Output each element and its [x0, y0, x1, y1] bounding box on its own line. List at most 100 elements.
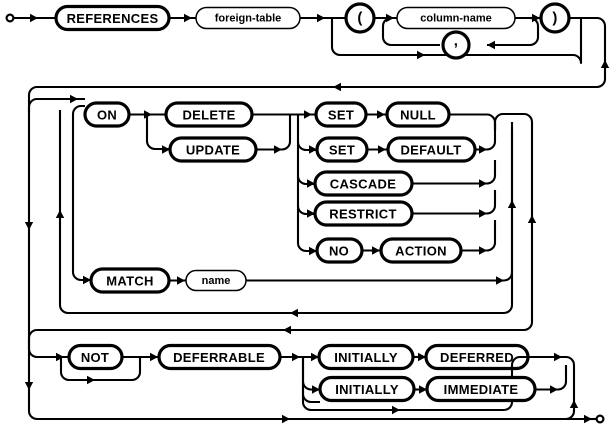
node-name[interactable]: name: [185, 269, 247, 292]
node-cascade[interactable]: CASCADE: [313, 170, 414, 197]
rail-fan-set-default: [296, 141, 317, 152]
node-set-default[interactable]: SET: [315, 136, 369, 163]
rail-row3-bypass: [27, 346, 588, 421]
arrowhead-icon: [311, 352, 319, 362]
arrowhead-icon: [479, 209, 487, 218]
rail-split-to-update: [145, 114, 170, 151]
node-set-null-label: SET: [328, 108, 354, 123]
node-match[interactable]: MATCH: [89, 267, 171, 294]
rail-cascade-merge: [412, 160, 497, 185]
node-on[interactable]: ON: [83, 101, 131, 128]
rail-null-merge: [449, 113, 497, 130]
rail-row3-entry: [27, 346, 69, 359]
arrowhead-icon: [184, 13, 192, 23]
arrowhead-icon: [378, 145, 386, 154]
arrowhead-icon: [307, 209, 315, 218]
node-foreign-table-label: foreign-table: [215, 13, 282, 25]
node-not-label: NOT: [81, 350, 109, 365]
rail-fan-match-top: [71, 104, 85, 115]
node-comma-box: [441, 30, 471, 60]
start-endpoint-icon: [5, 13, 15, 23]
node-initially-deferred[interactable]: INITIALLY: [317, 343, 415, 371]
arrowhead-icon: [70, 94, 78, 104]
arrowhead-icon: [479, 179, 487, 188]
arrowhead-icon: [377, 110, 385, 119]
arrowhead-icon: [274, 145, 282, 154]
arrowhead-icon: [307, 179, 315, 188]
arrowhead-icon: [600, 60, 610, 68]
arrowhead-icon: [290, 308, 298, 318]
node-restrict-label: RESTRICT: [329, 207, 396, 222]
rail-action-fan-vertical: [296, 114, 317, 253]
node-initially-deferred-label: INITIALLY: [334, 350, 398, 365]
arrowhead-icon: [83, 275, 91, 285]
rail-update-merge: [256, 114, 292, 151]
arrowhead-icon: [418, 352, 426, 362]
node-restrict[interactable]: RESTRICT: [313, 200, 414, 227]
node-column-name-label: column-name: [420, 13, 492, 25]
node-immediate-label: IMMEDIATE: [444, 382, 519, 397]
arrowhead-icon: [87, 375, 95, 385]
node-references-label: REFERENCES: [67, 11, 159, 26]
arrowhead-icon: [162, 145, 170, 154]
arrowhead-icon: [507, 200, 517, 208]
node-lparen[interactable]: (: [344, 2, 376, 34]
rail-fan-match: [71, 114, 91, 282]
node-null[interactable]: NULL: [385, 101, 451, 128]
arrowhead-icon: [24, 382, 34, 390]
node-delete[interactable]: DELETE: [164, 101, 254, 128]
node-cascade-label: CASCADE: [330, 177, 396, 192]
node-no[interactable]: NO: [315, 237, 364, 264]
node-set-null[interactable]: SET: [314, 101, 368, 128]
arrowhead-icon: [527, 215, 537, 223]
node-foreign-table[interactable]: foreign-table: [195, 6, 301, 30]
arrowhead-icon: [554, 352, 562, 362]
rail-action-merge: [461, 220, 497, 252]
arrowhead-icon: [30, 13, 38, 23]
node-null-label: NULL: [400, 108, 436, 123]
rail-fan-restrict: [296, 205, 315, 216]
node-default[interactable]: DEFAULT: [386, 136, 477, 163]
arrowhead-icon: [487, 40, 495, 50]
arrowhead-icon: [283, 325, 291, 335]
node-references[interactable]: REFERENCES: [54, 4, 171, 32]
node-update[interactable]: UPDATE: [168, 136, 258, 163]
node-match-label: MATCH: [106, 274, 153, 289]
rail-default-merge: [475, 122, 497, 151]
node-initially-immediate[interactable]: INITIALLY: [318, 375, 416, 403]
arrowhead-icon: [282, 414, 290, 424]
rail-row2-entry: [27, 97, 85, 112]
arrowhead-icon: [479, 145, 487, 154]
arrowhead-icon: [317, 13, 325, 23]
node-delete-label: DELETE: [182, 108, 235, 123]
node-on-label: ON: [97, 108, 117, 123]
arrowhead-icon: [333, 82, 341, 92]
arrowhead-icon: [292, 352, 300, 362]
node-lparen-label: (: [357, 10, 362, 27]
rail-restrict-merge: [412, 190, 497, 215]
arrowhead-icon: [417, 50, 425, 60]
arrowhead-icon: [550, 385, 558, 394]
node-action[interactable]: ACTION: [379, 237, 463, 264]
arrowhead-icon: [304, 110, 312, 119]
node-rparen[interactable]: ): [539, 2, 571, 34]
arrowhead-icon: [309, 145, 317, 154]
node-not[interactable]: NOT: [67, 343, 124, 371]
node-deferrable[interactable]: DEFERRABLE: [157, 343, 282, 371]
node-comma-label: ,: [454, 33, 458, 50]
arrowhead-icon: [392, 405, 400, 415]
node-default-label: DEFAULT: [400, 143, 461, 158]
arrowhead-icon: [532, 13, 540, 23]
rail-immediate-merge: [535, 365, 568, 391]
node-update-label: UPDATE: [186, 143, 240, 158]
node-immediate[interactable]: IMMEDIATE: [425, 375, 537, 403]
rail-initially-bypass: [301, 357, 514, 412]
node-name-label: name: [202, 275, 231, 287]
rail-not-bypass: [59, 357, 142, 382]
rail-row2-repeat-left: [58, 114, 290, 315]
arrowhead-icon: [309, 246, 317, 256]
node-comma[interactable]: ,: [441, 30, 471, 60]
node-column-name[interactable]: column-name: [396, 6, 516, 30]
